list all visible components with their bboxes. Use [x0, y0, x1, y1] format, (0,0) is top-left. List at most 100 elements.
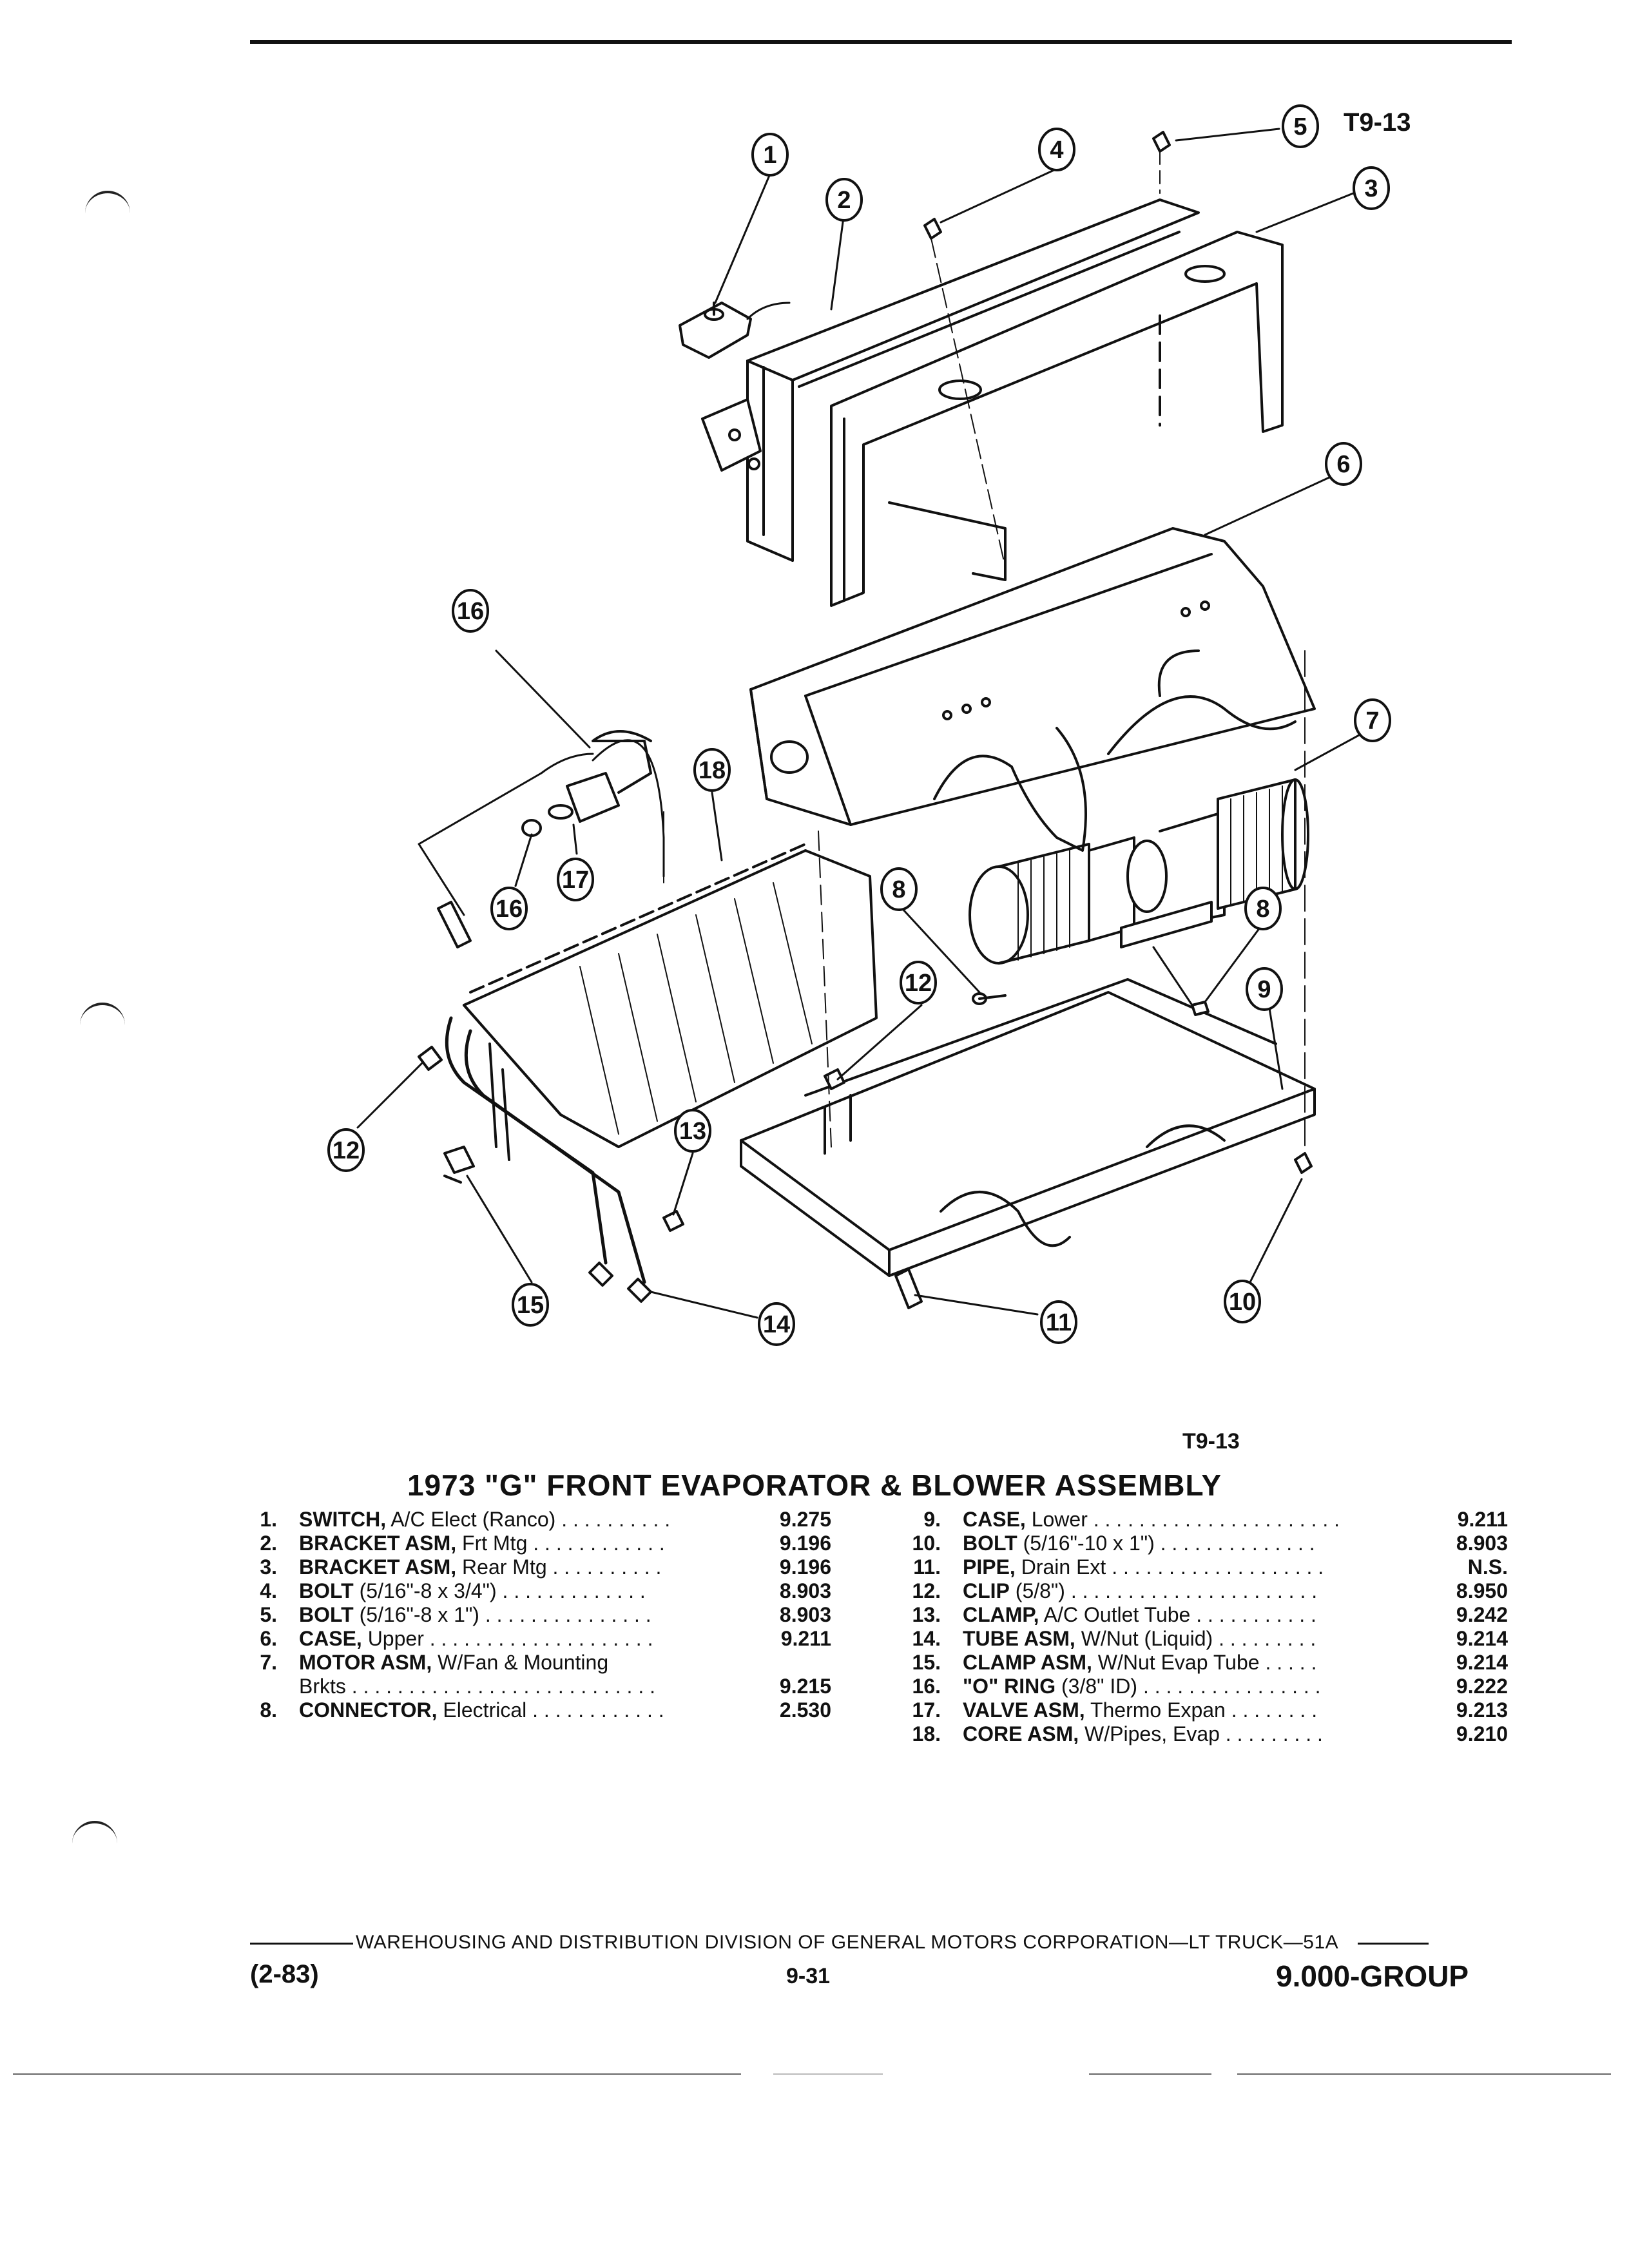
figure-code-top: T9-13	[1344, 108, 1411, 137]
part-name: SWITCH,	[299, 1508, 387, 1531]
small-hardware-parts	[418, 131, 1313, 1309]
parts-row: 12. CLIP (5/8") . . . . . . . . . . . . .…	[896, 1579, 1514, 1603]
callout-label: 1	[763, 142, 776, 169]
part-index: 12.	[912, 1579, 941, 1602]
callout-label: 3	[1364, 175, 1378, 202]
footer-dash	[250, 1942, 353, 1945]
part-detail: W/Pipes, Evap . . . . . . . . .	[1079, 1722, 1323, 1745]
callout-label: 6	[1336, 451, 1350, 478]
part-index: 5.	[260, 1603, 277, 1626]
part-number: 8.903	[779, 1603, 831, 1626]
callout-label: 13	[679, 1118, 706, 1145]
assembly-title: 1973 "G" FRONT EVAPORATOR & BLOWER ASSEM…	[407, 1468, 1222, 1502]
lower-case-part	[740, 978, 1316, 1277]
parts-row: 6.CASE, Upper . . . . . . . . . . . . . …	[245, 1627, 851, 1651]
part-number: 9.275	[779, 1508, 831, 1531]
part-description: CASE, Lower . . . . . . . . . . . . . . …	[963, 1508, 1388, 1532]
group-number: 9.000-GROUP	[1276, 1959, 1469, 1993]
part-detail: (3/8" ID) . . . . . . . . . . . . . . . …	[1055, 1675, 1321, 1698]
parts-list-right: 9.CASE, Lower . . . . . . . . . . . . . …	[896, 1508, 1514, 1746]
callout-label: 4	[1050, 137, 1063, 164]
parts-row: 14.TUBE ASM, W/Nut (Liquid) . . . . . . …	[896, 1627, 1514, 1651]
scan-artifact-mark	[80, 1003, 125, 1031]
part-name: BRACKET ASM,	[299, 1555, 457, 1579]
part-index: 13.	[912, 1603, 941, 1626]
part-number: 9.210	[1456, 1722, 1508, 1745]
front-mounting-bracket-part	[701, 198, 1200, 562]
part-number: 9.211	[780, 1627, 831, 1650]
parts-row: 11.PIPE, Drain Ext . . . . . . . . . . .…	[896, 1555, 1514, 1579]
callout-label: 12	[333, 1137, 360, 1164]
parts-row: 7.MOTOR ASM, W/Fan & Mounting	[245, 1651, 851, 1675]
callout-label: 18	[699, 757, 726, 784]
part-number: N.S.	[1467, 1555, 1508, 1579]
part-detail: (5/16"-10 x 1") . . . . . . . . . . . . …	[1017, 1532, 1315, 1555]
part-number: 9.214	[1456, 1651, 1508, 1674]
part-description: BRACKET ASM, Rear Mtg . . . . . . . . . …	[299, 1555, 699, 1579]
part-number: 9.213	[1456, 1698, 1508, 1722]
evaporator-core-part	[445, 843, 878, 1303]
part-name: CASE,	[299, 1627, 362, 1650]
callout-label: 8	[892, 876, 905, 903]
part-description: "O" RING (3/8" ID) . . . . . . . . . . .…	[963, 1675, 1388, 1698]
parts-row: 2.BRACKET ASM, Frt Mtg . . . . . . . . .…	[245, 1532, 851, 1555]
part-description: BOLT (5/16"-8 x 3/4") . . . . . . . . . …	[299, 1579, 699, 1603]
part-detail: Frt Mtg . . . . . . . . . . . .	[456, 1532, 665, 1555]
parts-row: 4. BOLT (5/16"-8 x 3/4") . . . . . . . . …	[245, 1579, 851, 1603]
part-index: 18.	[912, 1722, 941, 1745]
part-name: BRACKET ASM,	[299, 1532, 457, 1555]
part-index: 16.	[912, 1675, 941, 1698]
part-description: CLIP (5/8") . . . . . . . . . . . . . . …	[963, 1579, 1388, 1603]
part-detail: W/Nut Evap Tube . . . . .	[1092, 1651, 1317, 1674]
part-detail: Electrical . . . . . . . . . . . .	[437, 1698, 664, 1722]
part-description: CLAMP ASM, W/Nut Evap Tube . . . . .	[963, 1651, 1388, 1675]
part-number: 9.196	[779, 1532, 831, 1555]
part-detail: Upper . . . . . . . . . . . . . . . . . …	[361, 1627, 653, 1650]
part-index: 4.	[260, 1579, 277, 1602]
bottom-rule	[1089, 2073, 1211, 2075]
part-description: TUBE ASM, W/Nut (Liquid) . . . . . . . .…	[963, 1627, 1388, 1651]
callout-label: 2	[837, 187, 851, 214]
callout-label: 16	[457, 598, 484, 625]
page-number: 9-31	[786, 1964, 831, 1988]
part-detail: Brkts . . . . . . . . . . . . . . . . . …	[299, 1675, 655, 1698]
part-detail: (5/16"-8 x 3/4") . . . . . . . . . . . .…	[353, 1579, 646, 1602]
part-name: CORE ASM,	[963, 1722, 1079, 1745]
scan-artifact-mark	[85, 191, 130, 219]
bottom-rule	[13, 2073, 741, 2075]
part-name: BOLT	[299, 1579, 354, 1602]
part-description: CORE ASM, W/Pipes, Evap . . . . . . . . …	[963, 1722, 1388, 1746]
part-detail: Rear Mtg . . . . . . . . . .	[456, 1555, 662, 1579]
parts-row: 3.BRACKET ASM, Rear Mtg . . . . . . . . …	[245, 1555, 851, 1579]
part-description: SWITCH, A/C Elect (Ranco) . . . . . . . …	[299, 1508, 699, 1532]
parts-row: 18. CORE ASM, W/Pipes, Evap . . . . . . .…	[896, 1722, 1514, 1746]
callout-label: 8	[1256, 896, 1269, 923]
upper-case-part	[749, 527, 1316, 852]
part-number: 2.530	[779, 1698, 831, 1722]
part-number: 9.242	[1456, 1603, 1508, 1626]
part-name: BOLT	[963, 1532, 1017, 1555]
footer-dash	[1358, 1942, 1429, 1945]
part-index: 15.	[912, 1651, 941, 1674]
exploded-view-diagram: 1 2 3 4 5 6 7 8 8 9 10 11 12 12 13 14 15…	[327, 104, 1391, 1346]
part-detail: W/Nut (Liquid) . . . . . . . . .	[1075, 1627, 1316, 1650]
part-name: VALVE ASM,	[963, 1698, 1085, 1722]
part-detail: Thermo Expan . . . . . . . .	[1084, 1698, 1318, 1722]
callout-leaders	[356, 128, 1367, 1319]
figure-code-bottom: T9-13	[1182, 1429, 1240, 1454]
part-index: 7.	[260, 1651, 277, 1674]
expansion-valve-part	[418, 730, 665, 948]
part-number: 9.215	[779, 1675, 831, 1698]
part-detail: A/C Elect (Ranco) . . . . . . . . . .	[386, 1508, 671, 1531]
top-rule	[250, 40, 1512, 44]
callout-circles	[327, 104, 1391, 1346]
parts-row: 13.CLAMP, A/C Outlet Tube . . . . . . . …	[896, 1603, 1514, 1627]
part-description: CONNECTOR, Electrical . . . . . . . . . …	[299, 1698, 699, 1722]
bottom-rule	[773, 2073, 883, 2075]
callout-label: 9	[1257, 976, 1271, 1003]
parts-list-left: 1.SWITCH, A/C Elect (Ranco) . . . . . . …	[245, 1508, 851, 1722]
part-detail: W/Fan & Mounting	[432, 1651, 609, 1674]
part-description: Brkts . . . . . . . . . . . . . . . . . …	[299, 1675, 699, 1698]
part-index: 10.	[912, 1532, 941, 1555]
blower-motor-part	[969, 778, 1309, 965]
